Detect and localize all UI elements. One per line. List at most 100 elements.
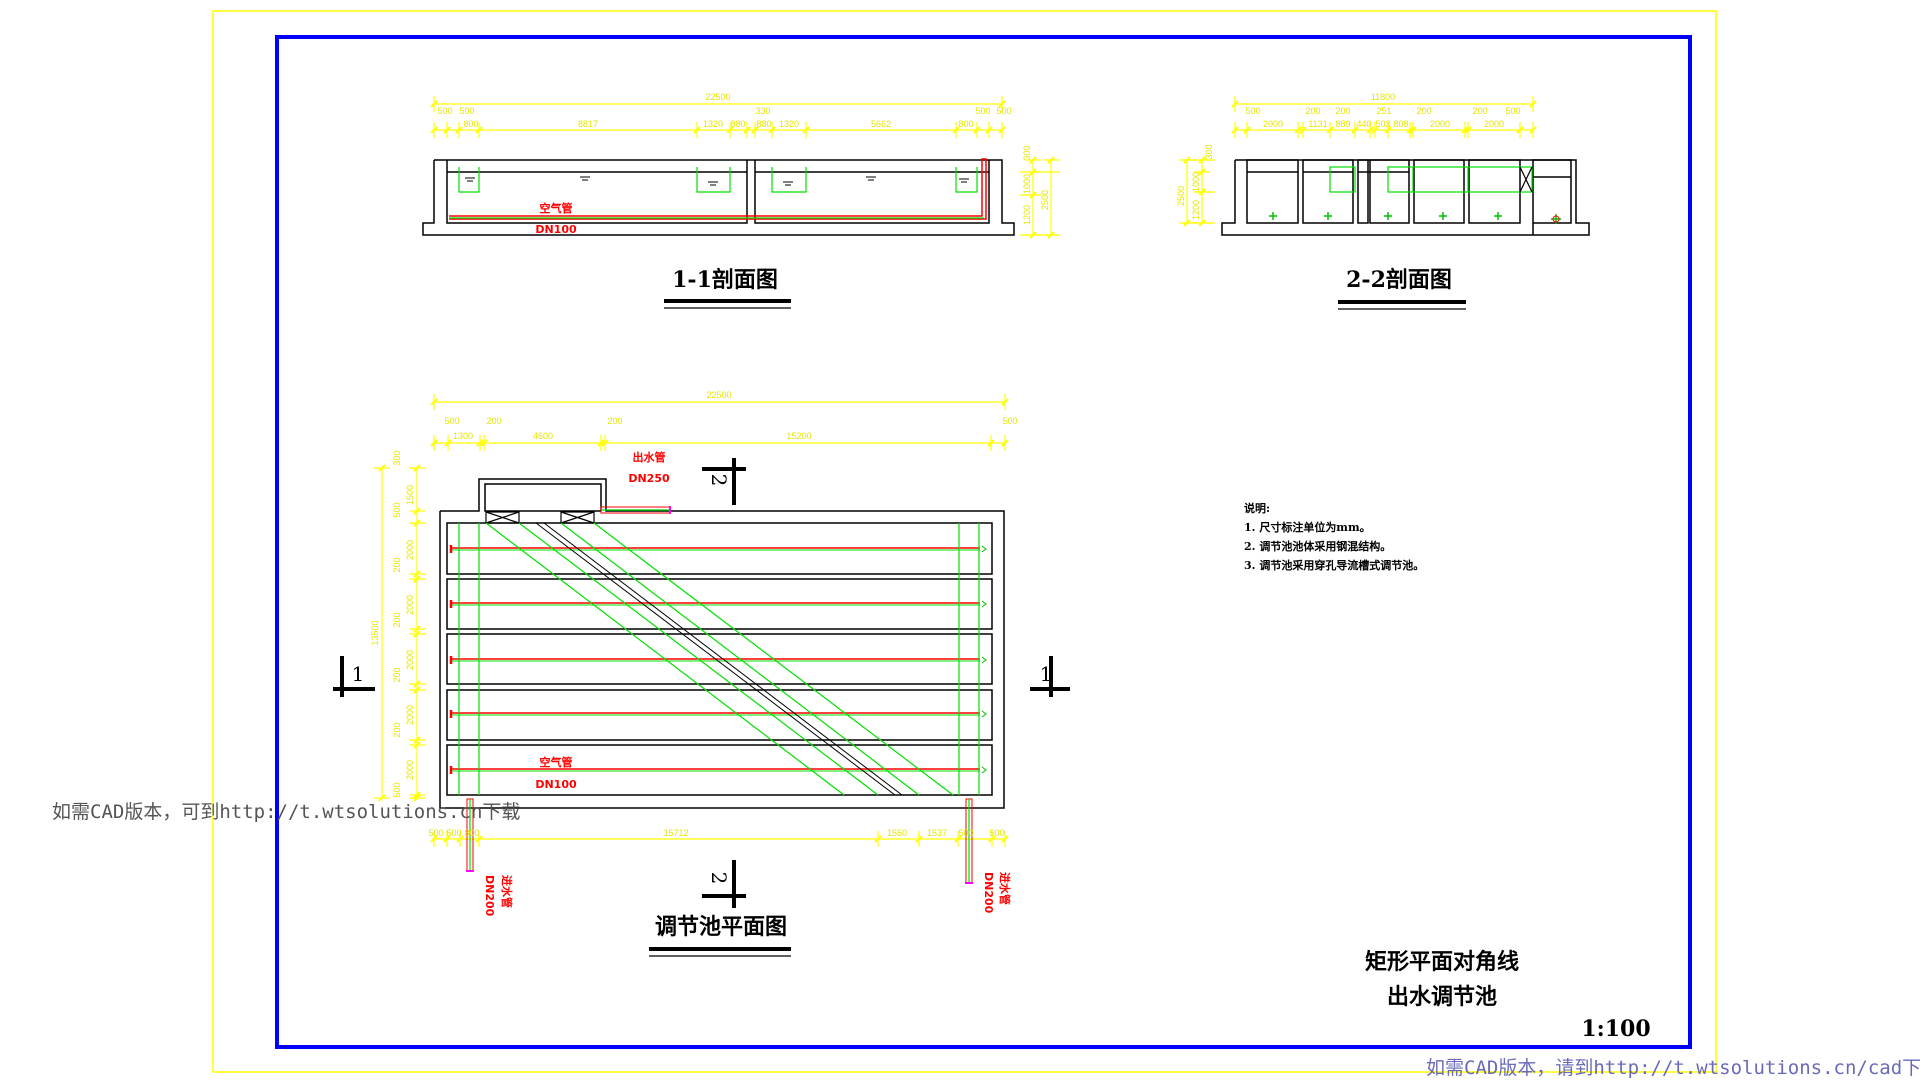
channel <box>446 689 993 741</box>
flow-arrow-icon <box>981 545 987 553</box>
dimension-label: 500 <box>996 106 1011 116</box>
air-pipe-label: 空气管 <box>540 755 573 769</box>
outlet-chamber <box>484 483 602 512</box>
inlet-right-size: DN200 <box>982 872 995 914</box>
plan-title: 调节池平面图 <box>655 914 787 940</box>
dimension-label: 1550 <box>887 828 907 838</box>
note-item: 1. 尺寸标注单位为mm。 <box>1244 520 1371 534</box>
inlet-pipe-right <box>965 798 973 884</box>
dimension-label: 800 <box>464 828 479 838</box>
section-1-1-dimension-lines <box>430 96 1060 239</box>
air-pipe-size: DN100 <box>535 223 577 236</box>
dimension-label: 500 <box>1002 416 1017 426</box>
tank-inner-wall <box>446 160 748 224</box>
inlet-left-size: DN200 <box>483 875 496 917</box>
note-item: 3. 调节池采用穿孔导流槽式调节池。 <box>1244 558 1424 572</box>
dimension-label: 889 <box>1335 119 1350 129</box>
dimension-label: 8817 <box>578 119 598 129</box>
svg-text:2: 2 <box>707 474 731 487</box>
dimension-label: 800 <box>463 119 478 129</box>
section-marker-right: 1 <box>1030 656 1070 697</box>
dimension-label: 300 <box>1204 144 1214 159</box>
dimension-label: 200 <box>1416 106 1431 116</box>
svg-text:1: 1 <box>1040 662 1053 686</box>
dimension-label: 22500 <box>706 390 731 400</box>
dimension-label: 500 <box>437 106 452 116</box>
title-block: 矩形平面对角线 出水调节池 1:100 <box>1365 949 1651 1042</box>
dimension-label: 330 <box>755 106 770 116</box>
dimension-label: 500 <box>392 782 402 797</box>
outlet-pipe-size: DN250 <box>628 472 670 485</box>
outlet-pipe-label: 出水管 <box>633 450 666 464</box>
dimension-label: 500 <box>428 828 443 838</box>
inlet-right-label: 进水管 <box>998 872 1012 905</box>
dimension-label: 1537 <box>927 828 947 838</box>
notes-heading: 说明: <box>1244 501 1270 515</box>
dimension-label: 500 <box>459 106 474 116</box>
dimension-label: 200 <box>486 416 501 426</box>
dimension-label: 200 <box>1305 106 1320 116</box>
dimension-label: 5662 <box>871 119 891 129</box>
weir-boxes <box>458 167 978 193</box>
dimension-label: 251 <box>1376 106 1391 116</box>
section-marker-left: 1 <box>333 656 375 697</box>
plan-view: 出水管 DN250 空气管 DN100 DN200 进水管 DN200 进水管 … <box>333 390 1070 957</box>
dimension-label: 800 <box>958 119 973 129</box>
dimension-label: 500 <box>446 828 461 838</box>
channel <box>446 578 993 630</box>
dimension-label: 500 <box>975 106 990 116</box>
aerator-icon <box>1269 212 1561 224</box>
section-marker-bottom: 2 <box>702 860 746 908</box>
dimension-label: 2000 <box>1263 119 1283 129</box>
watermark-bottom: 如需CAD版本，请到http://t.wtsolutions.cn/cad下载 <box>1426 1057 1920 1079</box>
dimension-label: 503 <box>1375 119 1390 129</box>
dimension-label: 200 <box>1472 106 1487 116</box>
valve-x-icon <box>1519 166 1533 193</box>
vertical-baffles <box>458 523 980 795</box>
air-pipe <box>449 158 987 220</box>
dimension-label: 4600 <box>533 431 553 441</box>
dimension-label: 2000 <box>405 705 415 725</box>
dimension-label: 808 <box>1393 119 1408 129</box>
dimension-label: 11800 <box>1371 92 1395 102</box>
section-2-2-dimension-lines <box>1179 96 1537 227</box>
svg-text:2: 2 <box>707 872 731 885</box>
drawing-title-line2: 出水调节池 <box>1387 984 1497 1010</box>
diagonal-outlet-channels <box>485 522 954 796</box>
dimension-label: 1200 <box>1022 205 1032 225</box>
dimension-label: 1300 <box>453 431 473 441</box>
dimension-label: 500 <box>1245 106 1260 116</box>
dimension-label: 2000 <box>405 760 415 780</box>
dimension-label: 200 <box>607 416 622 426</box>
inlet-left-label: 进水管 <box>500 875 514 908</box>
air-pipe-label: 空气管 <box>540 201 573 215</box>
dimension-label: 2000 <box>405 540 415 560</box>
watermark-left: 如需CAD版本，可到http://t.wtsolutions.cn下载 <box>52 801 520 823</box>
drawing-scale: 1:100 <box>1581 1016 1650 1042</box>
dimension-label: 200 <box>392 612 402 627</box>
tank-outline <box>422 159 1015 236</box>
dimension-label: 1000 <box>1022 174 1032 194</box>
flow-arrow-icon <box>981 710 987 718</box>
tank-outline <box>1221 159 1590 236</box>
channel <box>446 633 993 685</box>
dimension-label: 500 <box>392 502 402 517</box>
dimension-label: 2500 <box>1040 190 1050 210</box>
dimension-label: 880 <box>756 119 771 129</box>
dimension-label: 2000 <box>1484 119 1504 129</box>
dimension-label: 300 <box>392 450 402 465</box>
dimension-label: 2000 <box>405 650 415 670</box>
section-1-1-title: 1-1剖面图 <box>672 267 778 293</box>
dimension-label: 200 <box>1335 106 1350 116</box>
dimension-label: 1320 <box>703 119 723 129</box>
baffle-box <box>1387 166 1533 193</box>
dimension-label: 2000 <box>1430 119 1450 129</box>
dimension-label: 1000 <box>1191 172 1201 192</box>
outer-sheet-frame <box>212 10 1717 1073</box>
channel <box>446 744 993 796</box>
dimension-label: 500 <box>444 416 459 426</box>
outlet-pipe <box>600 506 671 514</box>
plan-dimension-lines <box>374 394 1009 847</box>
